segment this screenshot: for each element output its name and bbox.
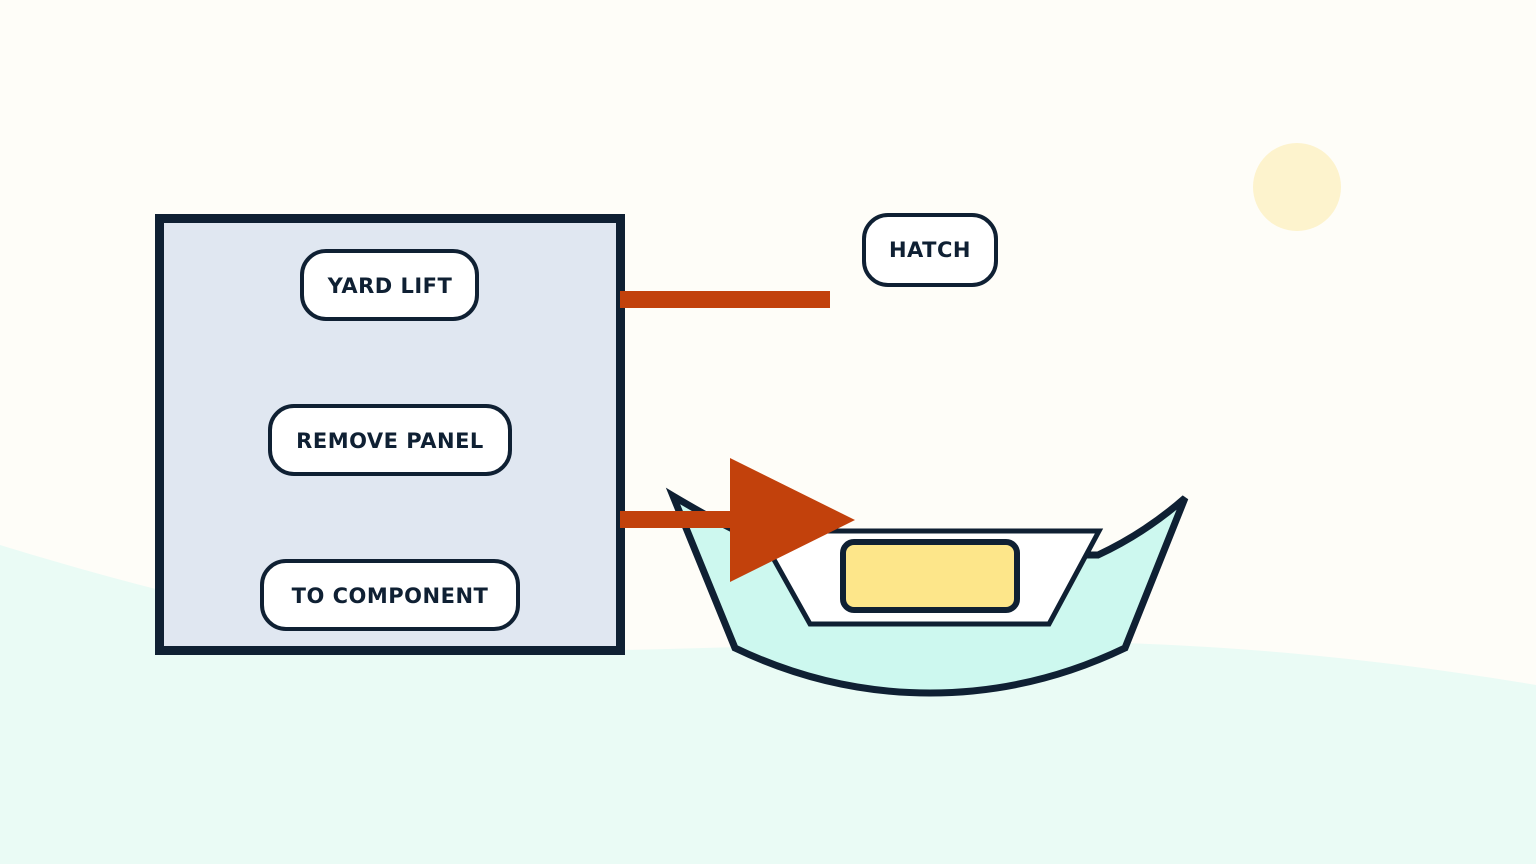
cargo-icon bbox=[840, 539, 1020, 613]
step-label-remove-panel: REMOVE PANEL bbox=[296, 429, 484, 453]
connector-bar-upper bbox=[620, 291, 830, 308]
step-pill-to-component: TO COMPONENT bbox=[260, 559, 520, 631]
target-pill-hatch: HATCH bbox=[862, 213, 998, 287]
ground-hill bbox=[0, 545, 1536, 864]
step-pill-remove-panel: REMOVE PANEL bbox=[268, 404, 512, 476]
step-label-to-component: TO COMPONENT bbox=[292, 584, 489, 608]
sun-icon bbox=[1253, 143, 1341, 231]
step-pill-yard-lift: YARD LIFT bbox=[300, 249, 479, 321]
step-label-yard-lift: YARD LIFT bbox=[327, 274, 453, 298]
target-label-hatch: HATCH bbox=[889, 238, 971, 262]
arrow-head bbox=[730, 458, 855, 582]
arrow-shaft bbox=[620, 511, 735, 528]
